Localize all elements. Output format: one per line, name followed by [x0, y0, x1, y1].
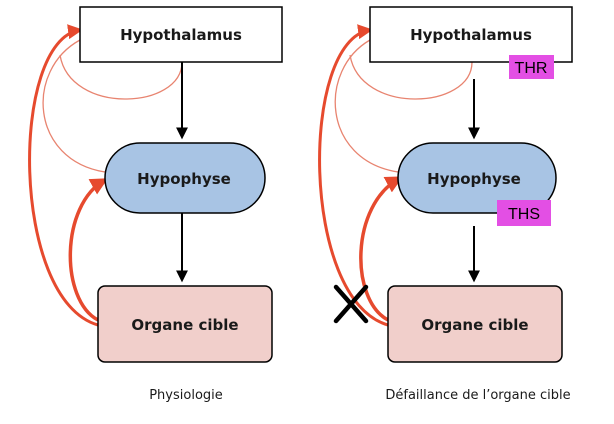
organe-cible-label: Organe cible [131, 316, 238, 334]
panel-defaillance: Hypothalamus THR Hypophyse THS Organe ci… [318, 6, 573, 403]
feedback-arrow-thin-outer [334, 39, 399, 173]
hypothalamus-box [369, 6, 573, 63]
ths-tag-label: THS [508, 206, 540, 223]
hypophyse-box [104, 142, 266, 214]
thr-tag-label: THR [515, 60, 548, 77]
hypothalamus-label: Hypothalamus [410, 26, 532, 44]
hypophyse-label: Hypophyse [427, 170, 521, 188]
feedback-arrow-thin-outer [42, 39, 106, 173]
organe-cible-box [97, 285, 273, 363]
hypothalamus-box [79, 6, 283, 63]
caption-defaillance: Défaillance de l’organe cible [385, 388, 570, 403]
feedback-arrow-thin-inner [59, 54, 183, 100]
caption-physiologie: Physiologie [149, 388, 223, 403]
thr-tag [509, 55, 554, 79]
panel-physiologie: Hypothalamus Hypophyse Organe cible Phys… [28, 6, 283, 403]
ths-tag [497, 200, 551, 226]
failure-cross-icon [333, 284, 369, 324]
feedback-arrow-long [28, 24, 99, 327]
feedback-arrow-long [318, 24, 389, 327]
feedback-arrows-right [318, 24, 473, 327]
organe-cible-box [387, 285, 563, 363]
feedback-arrow-short [359, 176, 404, 322]
feedback-arrow-short [68, 178, 109, 322]
hypothalamus-label: Hypothalamus [120, 26, 242, 44]
hypophyse-label: Hypophyse [137, 170, 231, 188]
organe-cible-label: Organe cible [421, 316, 528, 334]
hypophyse-box [397, 142, 557, 214]
feedback-arrow-thin-inner [349, 54, 473, 100]
feedback-arrows-left [28, 24, 183, 327]
